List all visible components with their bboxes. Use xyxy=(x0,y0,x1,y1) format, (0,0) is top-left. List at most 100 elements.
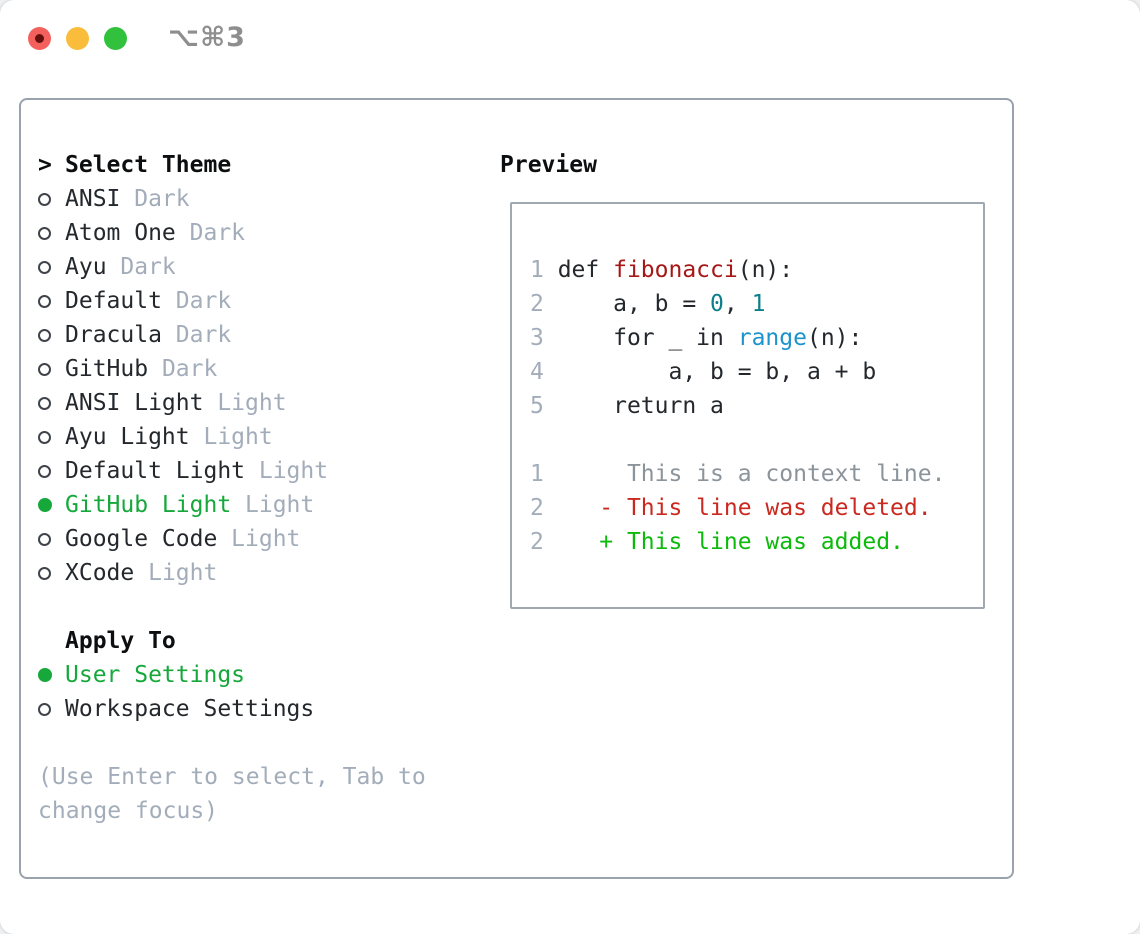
variant-tag: Dark xyxy=(175,322,232,348)
code-segment-code: a, b = b, a + b xyxy=(557,359,877,385)
apply-to-header: Apply To xyxy=(38,624,488,658)
window-title: ⌥⌘3 xyxy=(168,22,246,53)
variant-tag: Dark xyxy=(175,288,232,314)
code-line: 3 for _ in range(n): xyxy=(530,321,945,355)
theme-option-ayu-light[interactable]: Ayu Light Light xyxy=(38,420,488,454)
select-theme-header: > Select Theme xyxy=(38,148,488,182)
radio-icon xyxy=(38,328,51,342)
radio-icon xyxy=(38,396,51,410)
gutter xyxy=(38,532,65,546)
radio-icon xyxy=(38,294,51,308)
gutter: > xyxy=(38,148,65,182)
theme-option-default-light[interactable]: Default Light Light xyxy=(38,454,488,488)
variant-tag: Dark xyxy=(189,220,246,246)
item-label: GitHub xyxy=(65,356,149,382)
variant-tag: Light xyxy=(217,390,287,416)
code-segment-num: 1 xyxy=(530,461,558,487)
apply-option-user-settings[interactable]: User Settings xyxy=(38,658,488,692)
code-line: 1 def fibonacci(n): xyxy=(530,253,945,287)
spacer xyxy=(38,590,488,624)
variant-tag: Light xyxy=(245,492,315,518)
code-segment-lit: 1 xyxy=(751,291,766,317)
apply-to-title: Apply To xyxy=(65,628,176,654)
code-segment-del: - This line was deleted. xyxy=(557,495,932,521)
radio-selected-icon xyxy=(38,668,52,682)
code-segment-add: + This line was added. xyxy=(557,529,904,555)
code-segment-fn: fibonacci xyxy=(613,257,738,283)
variant-tag: Light xyxy=(258,458,329,484)
theme-option-ansi-light[interactable]: ANSI Light Light xyxy=(38,386,488,420)
theme-option-github-light[interactable]: GitHub Light Light xyxy=(38,488,488,522)
gutter xyxy=(38,362,65,376)
gutter xyxy=(38,566,65,580)
item-label: ANSI Light xyxy=(65,390,204,416)
radio-icon xyxy=(38,566,51,580)
unsaved-changes-dot-icon xyxy=(35,34,44,43)
code-segment-code: a, b = xyxy=(557,291,711,317)
item-label: Workspace Settings xyxy=(65,696,315,722)
gutter xyxy=(38,430,65,444)
code-segment-builtin: range xyxy=(737,325,807,351)
code-line: 2 + This line was added. xyxy=(530,525,945,559)
theme-option-default[interactable]: Default Dark xyxy=(38,284,488,318)
radio-icon xyxy=(38,226,51,240)
gutter xyxy=(38,328,65,342)
help-text-line-1: (Use Enter to select, Tab to xyxy=(38,764,426,790)
theme-option-dracula[interactable]: Dracula Dark xyxy=(38,318,488,352)
code-segment-code: return a xyxy=(557,393,724,419)
theme-option-ayu[interactable]: Ayu Dark xyxy=(38,250,488,284)
theme-option-github[interactable]: GitHub Dark xyxy=(38,352,488,386)
gutter xyxy=(38,192,65,206)
prompt-icon: > xyxy=(38,152,52,178)
code-line: 5 return a xyxy=(530,389,945,423)
item-label: Google Code xyxy=(65,526,218,552)
code-segment-num: 2 xyxy=(530,495,558,521)
item-label: ANSI xyxy=(65,186,121,212)
item-label: Atom One xyxy=(65,220,176,246)
code-line: 1 This is a context line. xyxy=(530,457,945,491)
radio-icon xyxy=(38,260,51,274)
code-segment-num: 4 xyxy=(530,359,558,385)
code-segment-code: , xyxy=(723,291,752,317)
item-label: GitHub Light xyxy=(65,492,232,518)
item-label: Ayu xyxy=(65,254,107,280)
zoom-button[interactable] xyxy=(104,27,127,50)
code-segment-num: 2 xyxy=(530,529,558,555)
gutter xyxy=(38,226,65,240)
gutter xyxy=(38,294,65,308)
radio-icon xyxy=(38,430,51,444)
item-label: Dracula xyxy=(65,322,162,348)
variant-tag: Light xyxy=(148,560,218,586)
minimize-button[interactable] xyxy=(66,27,89,50)
radio-icon xyxy=(38,192,51,206)
variant-tag: Dark xyxy=(161,356,218,382)
radio-icon xyxy=(38,464,51,478)
item-label: Ayu Light xyxy=(65,424,190,450)
variant-tag: Light xyxy=(203,424,273,450)
gutter xyxy=(38,260,65,274)
variant-tag: Dark xyxy=(120,254,176,280)
item-label: Default Light xyxy=(65,458,246,484)
help-text-line-2: change focus) xyxy=(38,798,219,824)
item-label: Default xyxy=(65,288,162,314)
code-segment-num: 2 xyxy=(530,291,558,317)
code-segment-lit: 0 xyxy=(710,291,724,317)
theme-option-atom-one[interactable]: Atom One Dark xyxy=(38,216,488,250)
apply-option-workspace-settings[interactable]: Workspace Settings xyxy=(38,692,488,726)
radio-icon xyxy=(38,702,51,716)
spacer xyxy=(38,726,488,760)
item-label: User Settings xyxy=(65,662,246,688)
radio-icon xyxy=(38,532,51,546)
close-button[interactable] xyxy=(28,27,51,50)
code-line: 2 a, b = 0, 1 xyxy=(530,287,945,321)
gutter xyxy=(38,498,65,512)
gutter xyxy=(38,464,65,478)
